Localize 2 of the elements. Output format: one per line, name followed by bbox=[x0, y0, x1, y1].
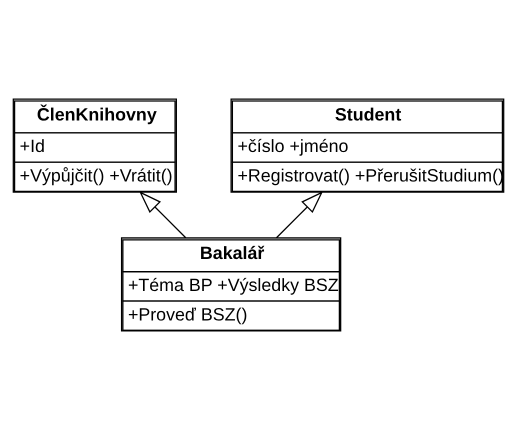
arrow bbox=[139, 191, 186, 238]
arrow bbox=[276, 191, 324, 238]
